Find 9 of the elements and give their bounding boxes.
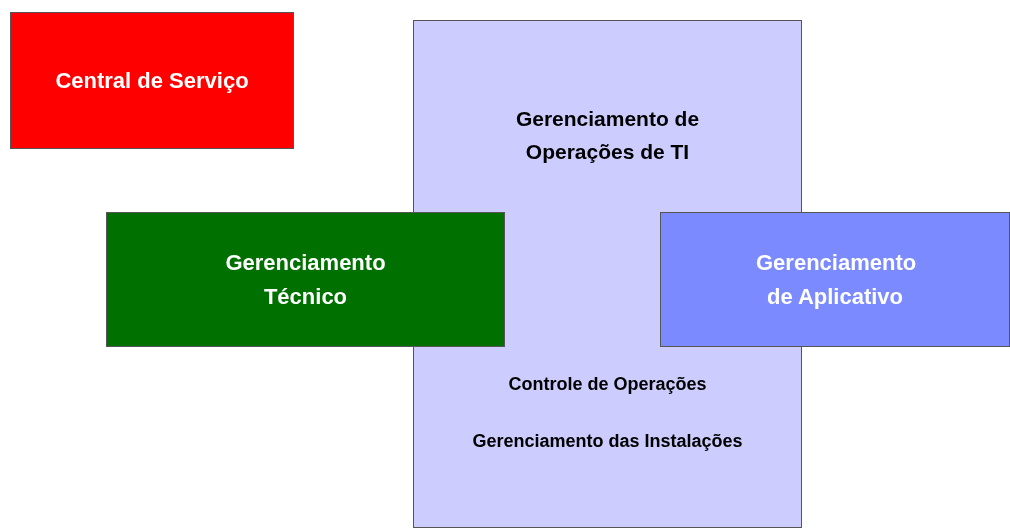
panel-heading: Gerenciamento de Operações de TI	[514, 106, 701, 165]
technical-box	[106, 212, 505, 347]
box-label: Gerenciamento de Aplicativo	[755, 248, 918, 311]
application-box	[660, 212, 1010, 347]
panel-item: Gerenciamento das Instalações	[471, 430, 744, 453]
box-label: Gerenciamento Técnico	[224, 248, 387, 311]
panel-item: Controle de Operações	[507, 373, 708, 396]
service-desk-box	[10, 12, 294, 149]
box-label: Central de Serviço	[54, 66, 250, 95]
